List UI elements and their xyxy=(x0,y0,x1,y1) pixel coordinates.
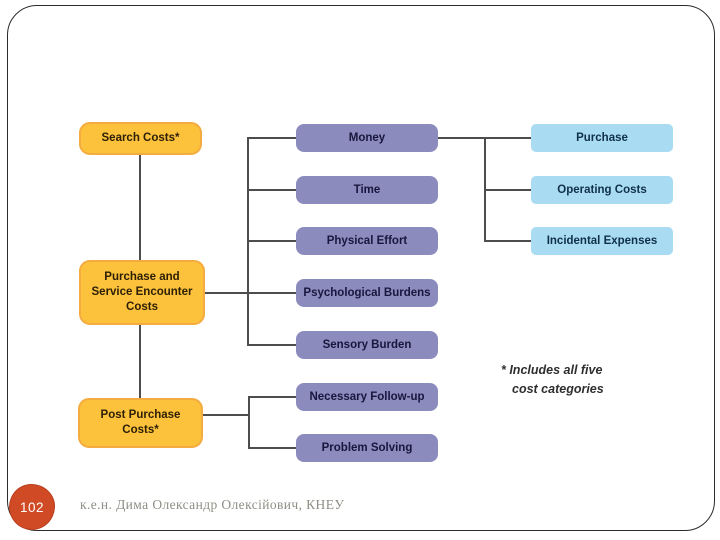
connector-branch-incidental-expenses xyxy=(484,240,531,242)
node-purchase: Purchase xyxy=(531,124,673,152)
connector-branch-necessary-follow-up xyxy=(248,396,296,398)
footnote: * Includes all five cost categories xyxy=(501,361,604,400)
node-sensory-burden: Sensory Burden xyxy=(296,331,438,359)
connector-purchase-to-post xyxy=(139,324,141,399)
connector-branch-sensory-burden xyxy=(247,344,296,346)
node-search-costs: Search Costs* xyxy=(79,122,202,155)
page-number-badge: 102 xyxy=(9,484,55,530)
connector-branch-operating-costs xyxy=(484,189,531,191)
node-label: Necessary Follow-up xyxy=(309,390,425,403)
node-label: Incidental Expenses xyxy=(546,234,658,247)
connector-bottom-trunk xyxy=(248,396,250,449)
node-purchase-service-encounter-costs: Purchase and Service Encounter Costs xyxy=(79,260,205,325)
node-label: Time xyxy=(353,183,381,196)
connector-search-to-purchase xyxy=(139,154,141,261)
connector-branch-physical-effort xyxy=(247,240,296,242)
node-label: Problem Solving xyxy=(321,441,413,454)
connector-branch-money xyxy=(247,137,296,139)
node-operating-costs: Operating Costs xyxy=(531,176,673,204)
footnote-line2: cost categories xyxy=(512,382,604,397)
node-label: Operating Costs xyxy=(557,183,647,196)
connector-branch-psychological-burdens xyxy=(204,292,296,294)
node-psychological-burdens: Psychological Burdens xyxy=(296,279,438,307)
footer-credit: к.е.н. Дима Олександр Олексійович, КНЕУ xyxy=(80,497,345,512)
node-label: Money xyxy=(348,131,386,144)
node-label: Purchase and Service Encounter Costs xyxy=(91,271,193,313)
node-physical-effort: Physical Effort xyxy=(296,227,438,255)
node-incidental-expenses: Incidental Expenses xyxy=(531,227,673,255)
footnote-line1: * Includes all five xyxy=(501,363,603,377)
page-number: 102 xyxy=(19,499,45,515)
node-label: Search Costs* xyxy=(101,132,180,145)
node-time: Time xyxy=(296,176,438,204)
node-label: Psychological Burdens xyxy=(303,286,431,299)
connector-post-purchase-feed xyxy=(203,414,250,416)
node-label: Purchase xyxy=(576,131,628,144)
node-post-purchase-costs: Post Purchase Costs* xyxy=(78,398,203,448)
node-money: Money xyxy=(296,124,438,152)
node-label: Physical Effort xyxy=(326,234,408,247)
connector-branch-time xyxy=(247,189,296,191)
connector-branch-problem-solving xyxy=(248,447,296,449)
node-label: Sensory Burden xyxy=(322,338,412,351)
node-label: Post Purchase Costs* xyxy=(100,409,181,436)
node-necessary-follow-up: Necessary Follow-up xyxy=(296,383,438,411)
node-problem-solving: Problem Solving xyxy=(296,434,438,462)
